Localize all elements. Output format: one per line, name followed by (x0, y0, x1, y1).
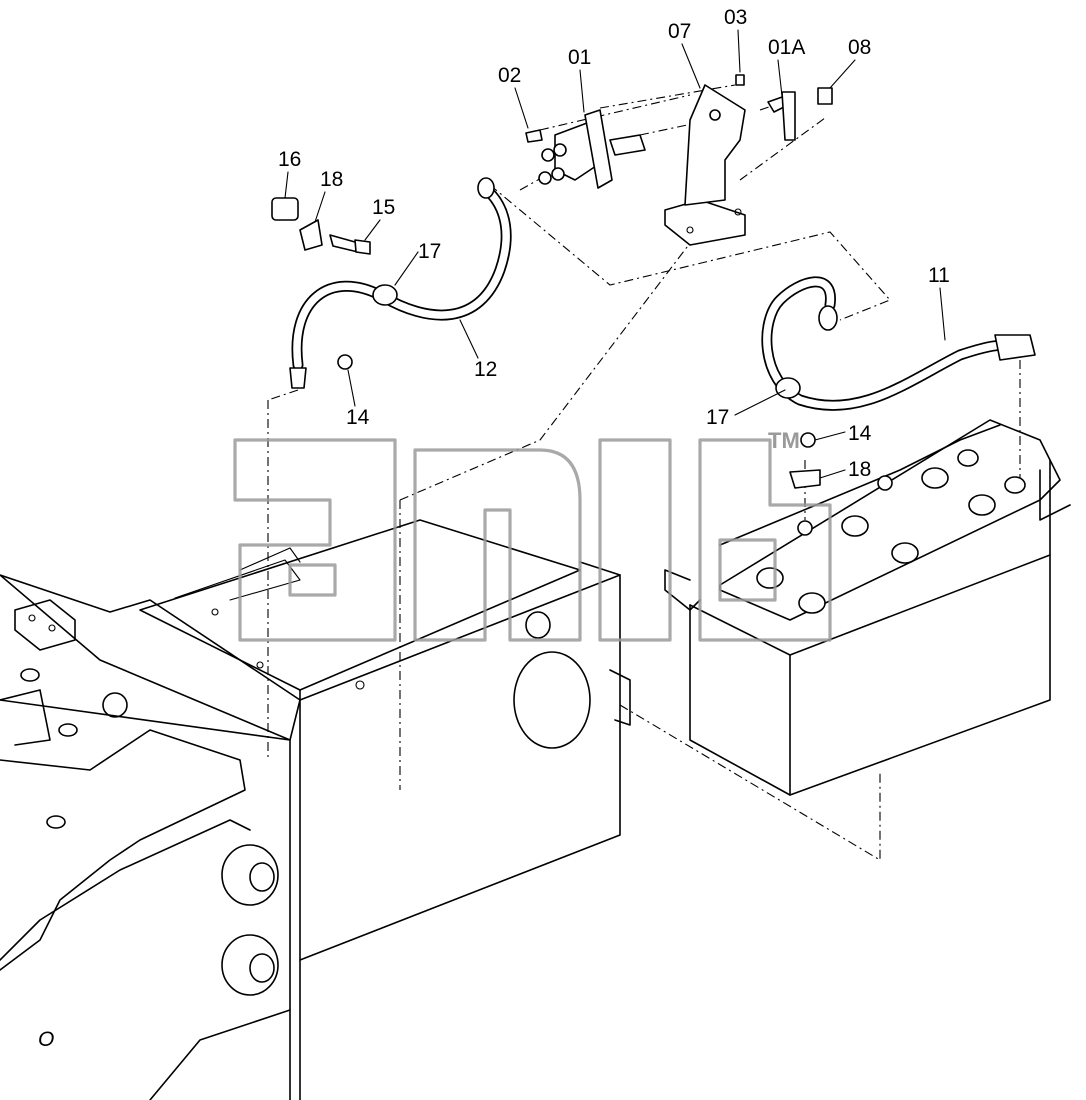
label-14-a: 14 (346, 406, 370, 429)
label-08: 08 (848, 36, 871, 59)
watermark-trademark: TM (768, 428, 800, 453)
solenoid-01 (538, 109, 646, 189)
label-02: 02 (498, 64, 521, 87)
battery (664, 419, 1071, 796)
watermark-logo: TM (233, 428, 832, 642)
label-16: 16 (278, 148, 301, 171)
label-18-a: 18 (320, 168, 343, 191)
label-15: 15 (372, 196, 395, 219)
label-18-b: 18 (848, 458, 871, 481)
label-14-b: 14 (848, 422, 872, 445)
small-parts (271, 74, 833, 489)
part-labels: 01 01A 02 03 07 08 11 12 14 14 15 16 17 … (278, 6, 950, 481)
label-12: 12 (474, 358, 497, 381)
cable-12 (289, 177, 512, 389)
machine-frame: O (0, 519, 631, 1100)
cable-11 (761, 276, 1036, 411)
label-03: 03 (724, 6, 747, 29)
label-01a: 01A (768, 36, 805, 59)
label-17-b: 17 (706, 406, 729, 429)
label-07: 07 (668, 20, 691, 43)
label-01: 01 (568, 46, 591, 69)
svg-text:O: O (38, 1028, 54, 1051)
bracket-07 (664, 84, 746, 246)
label-17-a: 17 (418, 240, 441, 263)
label-11: 11 (928, 264, 950, 287)
label-leaders (284, 29, 946, 479)
